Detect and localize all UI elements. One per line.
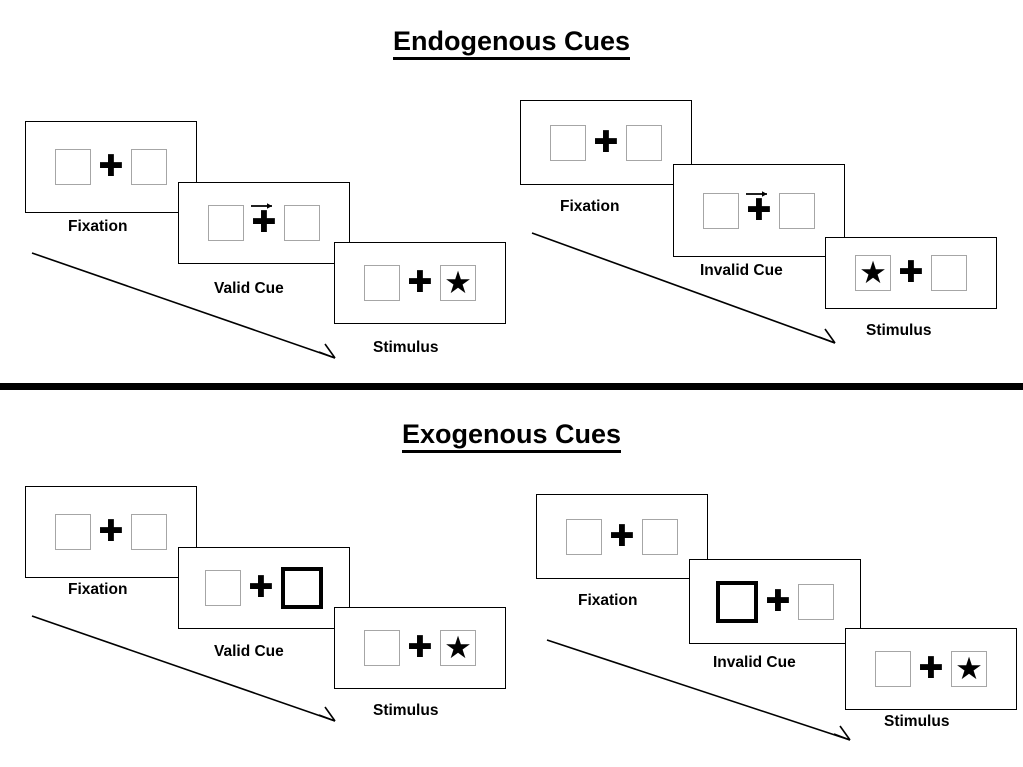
caption-exogenous-invalid-fixation: Fixation [578, 592, 638, 609]
panel-exogenous-invalid-fixation[interactable]: ✚ [536, 494, 708, 579]
plus-icon: ✚ [98, 149, 124, 184]
star-icon: ★ [444, 264, 472, 300]
plus-icon: ✚ [609, 518, 635, 554]
right-box-with-target: ★ [440, 630, 476, 666]
panel-endogenous-invalid-stimulus[interactable]: ★ ✚ [825, 237, 997, 309]
fixation-cross: ✚ [91, 512, 131, 552]
caption-endogenous-valid-fixation: Fixation [68, 218, 128, 235]
fixation-cross: ✚ [91, 147, 131, 187]
left-box [566, 518, 602, 555]
star-icon: ★ [955, 650, 983, 686]
left-box [875, 651, 911, 687]
panel-exogenous-invalid-stimulus[interactable]: ✚ ★ [845, 628, 1017, 710]
panel-endogenous-valid-fixation[interactable]: ✚ [25, 121, 197, 213]
fixation-cross: ✚ [400, 263, 440, 303]
caption-exogenous-valid-stimulus: Stimulus [373, 702, 439, 719]
caption-exogenous-invalid-cue: Invalid Cue [713, 654, 796, 671]
fixation-cross: ✚ [602, 517, 642, 557]
left-box [208, 205, 244, 241]
fixation-cross: ✚ [891, 253, 931, 293]
panel-content: ✚ [674, 165, 844, 256]
panel-content: ✚ [26, 487, 196, 577]
left-box [550, 124, 586, 161]
time-arrow-endogenous-invalid [531, 232, 836, 344]
left-box [55, 149, 91, 185]
plus-icon: ✚ [593, 124, 619, 160]
left-box [55, 514, 91, 550]
panel-exogenous-valid-cue[interactable]: ✚ [178, 547, 350, 629]
panel-exogenous-valid-fixation[interactable]: ✚ [25, 486, 197, 578]
time-arrow-exogenous-invalid [546, 639, 851, 741]
fixation-cross: ✚ [241, 568, 281, 608]
right-box [779, 192, 815, 229]
caption-exogenous-invalid-stimulus: Stimulus [884, 713, 950, 730]
right-box [284, 205, 320, 241]
section-title-exogenous: Exogenous Cues [0, 419, 1023, 453]
right-box-with-target: ★ [440, 265, 476, 301]
plus-icon: ✚ [918, 651, 944, 686]
plus-icon: ✚ [407, 630, 433, 665]
right-box [642, 518, 678, 555]
caption-endogenous-valid-stimulus: Stimulus [373, 339, 439, 356]
plus-icon: ✚ [765, 583, 791, 619]
star-icon: ★ [444, 629, 472, 665]
fixation-cross: ✚ [400, 628, 440, 668]
time-arrow-endogenous-valid [31, 252, 336, 359]
right-box-cued [281, 567, 323, 609]
right-box [798, 583, 834, 620]
star-icon: ★ [859, 254, 887, 290]
panel-endogenous-valid-cue[interactable]: ✚ [178, 182, 350, 264]
panel-content: ✚ [179, 548, 349, 628]
plus-icon: ✚ [251, 205, 277, 240]
panel-exogenous-invalid-cue[interactable]: ✚ [689, 559, 861, 644]
panel-content: ✚ ★ [846, 629, 1016, 709]
left-box [364, 630, 400, 666]
caption-exogenous-valid-cue: Valid Cue [214, 643, 284, 660]
left-box [205, 570, 241, 606]
section-title-exogenous-text: Exogenous Cues [401, 419, 622, 453]
caption-exogenous-valid-fixation: Fixation [68, 581, 128, 598]
fixation-cross: ✚ [586, 123, 626, 163]
panel-content: ✚ [537, 495, 707, 578]
right-box [131, 149, 167, 185]
fixation-cross-with-cue: ✚ [244, 203, 284, 243]
right-box [626, 124, 662, 161]
panel-content: ★ ✚ [826, 238, 996, 308]
plus-icon: ✚ [248, 570, 274, 605]
panel-endogenous-valid-stimulus[interactable]: ✚ ★ [334, 242, 506, 324]
arrow-right-icon [251, 203, 272, 209]
panel-endogenous-invalid-fixation[interactable]: ✚ [520, 100, 692, 185]
time-arrow-exogenous-valid [31, 615, 336, 722]
plus-icon: ✚ [898, 255, 924, 290]
fixation-cross-with-cue: ✚ [739, 190, 779, 231]
section-divider [0, 383, 1023, 390]
caption-endogenous-invalid-stimulus: Stimulus [866, 322, 932, 339]
caption-endogenous-invalid-fixation: Fixation [560, 198, 620, 215]
right-box-with-target: ★ [951, 651, 987, 687]
left-box-with-target: ★ [855, 255, 891, 291]
section-title-endogenous-text: Endogenous Cues [392, 26, 630, 60]
panel-content: ✚ [179, 183, 349, 263]
panel-content: ✚ ★ [335, 608, 505, 688]
left-box [364, 265, 400, 301]
left-box-cued [716, 580, 758, 623]
plus-icon: ✚ [746, 192, 772, 228]
panel-content: ✚ ★ [335, 243, 505, 323]
caption-endogenous-invalid-cue: Invalid Cue [700, 262, 783, 279]
arrow-right-icon [746, 190, 767, 197]
left-box [703, 192, 739, 229]
plus-icon: ✚ [98, 514, 124, 549]
fixation-cross: ✚ [758, 582, 798, 622]
caption-endogenous-valid-cue: Valid Cue [214, 280, 284, 297]
fixation-cross: ✚ [911, 649, 951, 689]
panel-content: ✚ [26, 122, 196, 212]
panel-content: ✚ [690, 560, 860, 643]
panel-exogenous-valid-stimulus[interactable]: ✚ ★ [334, 607, 506, 689]
panel-content: ✚ [521, 101, 691, 184]
plus-icon: ✚ [407, 265, 433, 300]
panel-endogenous-invalid-cue[interactable]: ✚ [673, 164, 845, 257]
section-title-endogenous: Endogenous Cues [0, 26, 1023, 60]
right-box [931, 255, 967, 291]
right-box [131, 514, 167, 550]
